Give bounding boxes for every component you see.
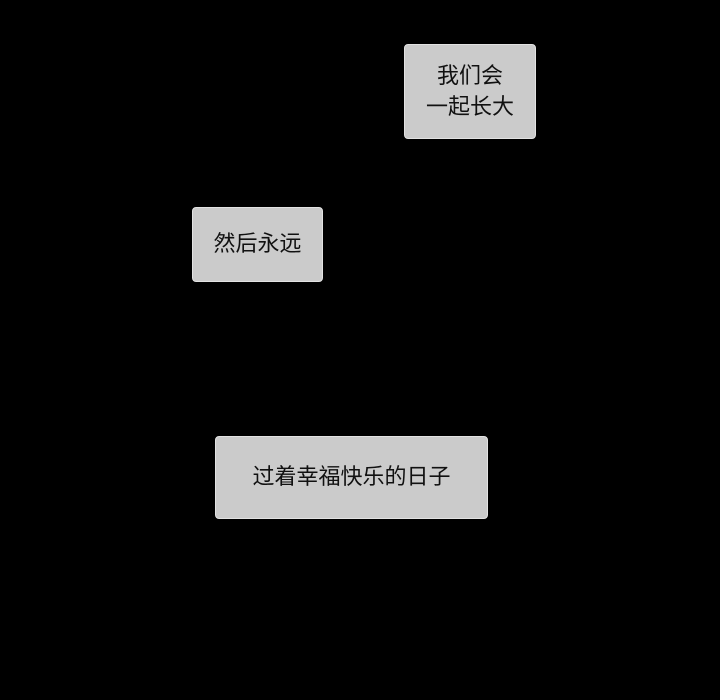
caption-1-line-1: 我们会 bbox=[436, 63, 503, 89]
caption-3-line-1: 过着幸福快乐的日子 bbox=[252, 465, 451, 490]
caption-box-3: 过着幸福快乐的日子 bbox=[215, 436, 488, 519]
caption-box-2: 然后永远 bbox=[192, 207, 323, 282]
caption-2-line-1: 然后永远 bbox=[213, 232, 302, 257]
caption-box-1: 我们会 一起长大 bbox=[404, 44, 536, 139]
caption-1-line-2: 一起长大 bbox=[425, 94, 514, 120]
